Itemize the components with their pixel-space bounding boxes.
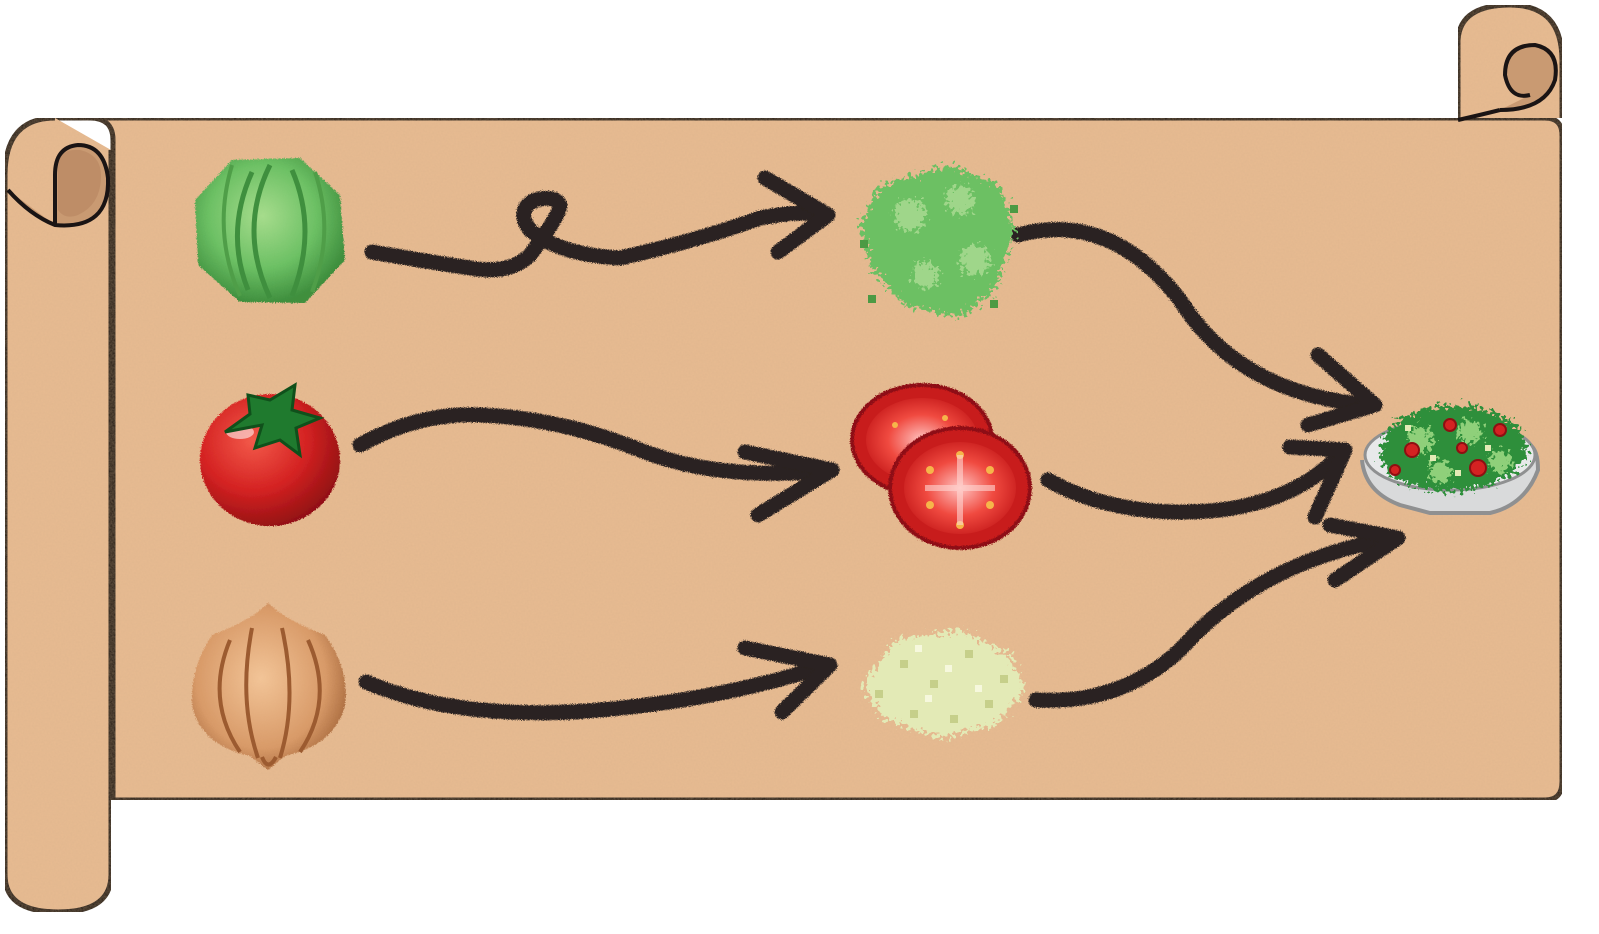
arrow-chopped-to-salad <box>1010 222 1378 413</box>
diced-onion-icon <box>862 630 1025 738</box>
arrow-lettuce-to-chopped <box>364 190 833 278</box>
arrow-sliced-to-salad <box>1040 444 1350 520</box>
arrow-diced-to-salad <box>1028 530 1403 708</box>
right-roll-curl <box>1499 42 1558 112</box>
tomato-icon <box>200 382 340 526</box>
recipe-arrows <box>352 170 1406 721</box>
salad-bowl-icon <box>1360 405 1541 515</box>
lettuce-icon <box>195 158 345 303</box>
onion-icon <box>191 603 346 770</box>
chopped-lettuce-icon <box>860 165 1018 318</box>
arrow-tomato-to-sliced <box>352 407 838 481</box>
arrow-onion-to-diced <box>358 657 836 721</box>
sliced-tomato-icon <box>850 383 1032 550</box>
